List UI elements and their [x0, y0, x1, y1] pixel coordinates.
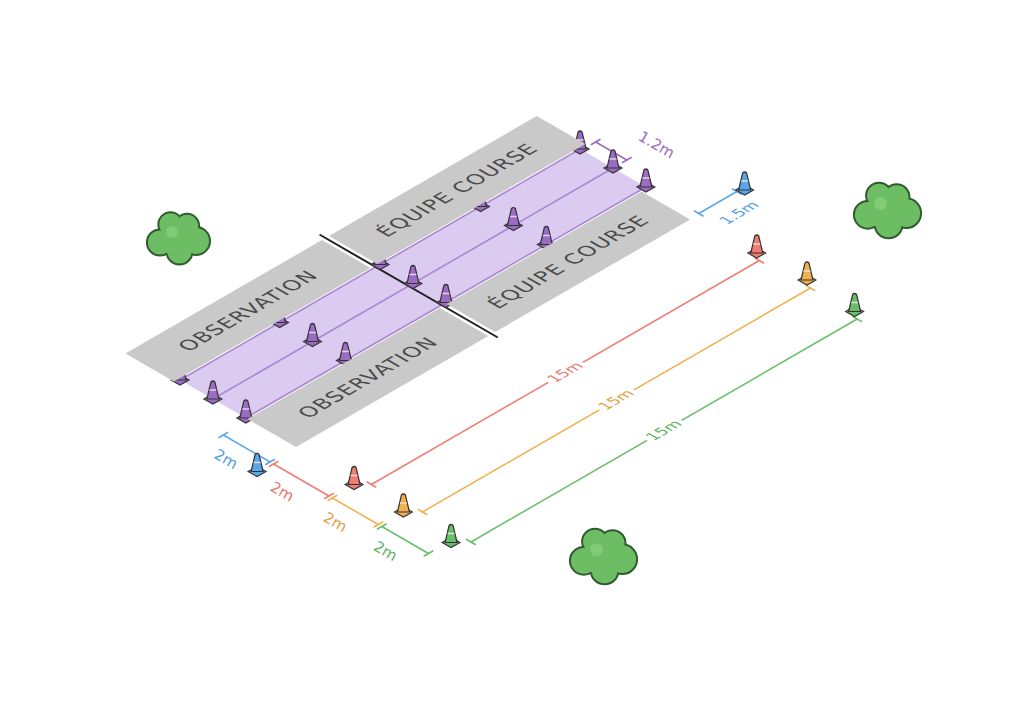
dimension-label: 1.5m — [713, 198, 766, 228]
dimension-tick — [424, 551, 433, 556]
dimension-tick — [853, 317, 862, 322]
dimension-label: 15m — [592, 386, 641, 414]
bush — [148, 213, 209, 263]
dimension-label: 15m — [640, 416, 689, 444]
bush — [571, 530, 636, 584]
dimension-tick — [269, 462, 278, 467]
cone — [748, 235, 766, 258]
bush — [855, 184, 920, 238]
dimension-label: 2m — [368, 537, 402, 566]
separator-line — [320, 235, 497, 337]
dimension-tick — [806, 286, 815, 291]
dimension-tick — [418, 510, 427, 515]
cone — [736, 172, 754, 195]
dimension-line — [371, 261, 759, 485]
cone — [637, 169, 655, 192]
dimension-tick — [367, 482, 376, 487]
cone — [798, 262, 816, 285]
cone — [345, 467, 363, 490]
cone — [846, 294, 864, 317]
dimension-tick — [467, 540, 476, 545]
dimension-tick — [591, 140, 600, 145]
cone — [303, 324, 321, 347]
dimension-tick — [623, 158, 632, 163]
dimension-label: 15m — [541, 358, 590, 386]
dimension-tick — [328, 496, 337, 501]
dimension-label: 2m — [318, 508, 352, 537]
dimension-line — [471, 319, 857, 542]
dimension-label: 1.2m — [633, 127, 680, 164]
cone — [394, 494, 412, 517]
dimension-tick — [219, 433, 228, 438]
dimension-label: 2m — [209, 445, 243, 474]
cone — [604, 150, 622, 173]
cone — [204, 381, 222, 404]
dimension-tick — [755, 258, 764, 263]
cone — [404, 266, 422, 289]
cone — [248, 454, 266, 477]
dimension-tick — [694, 211, 703, 216]
dimension-label: 2m — [265, 477, 299, 506]
cone — [442, 525, 460, 548]
cone — [504, 208, 522, 231]
dimension-tick — [377, 524, 386, 529]
